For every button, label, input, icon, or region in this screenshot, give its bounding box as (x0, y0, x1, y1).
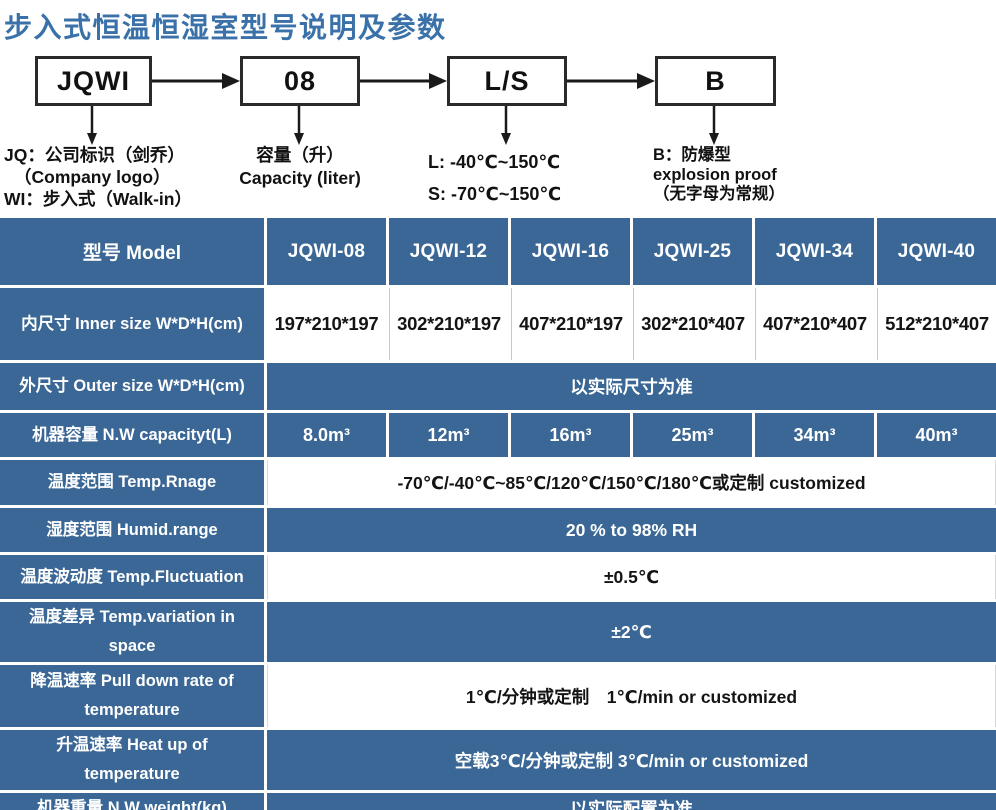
arrow-down-company (87, 106, 97, 145)
heat-up-label: 升温速率 Heat up of temperature (0, 730, 264, 790)
note-company-line1: JQ：公司标识（剑乔） (4, 145, 185, 165)
header-model-jqwi34: JQWI-34 (755, 218, 874, 285)
table-row-humidity: 湿度范围 Humid.range 20 % to 98% RH (0, 508, 996, 552)
inner-size-value-5: 407*210*407 (755, 288, 874, 360)
arrow-down-capacity (294, 106, 304, 145)
inner-size-label: 内尺寸 Inner size W*D*H(cm) (0, 288, 264, 360)
fluctuation-label: 温度波动度 Temp.Fluctuation (0, 555, 264, 599)
capacity-value-2: 12m³ (389, 413, 508, 457)
table-row-capacity: 机器容量 N.W capacityt(L) 8.0m³ 12m³ 16m³ 25… (0, 413, 996, 457)
arrow-down-range (501, 106, 511, 145)
inner-size-value-1: 197*210*197 (267, 288, 386, 360)
note-temp-range-line2: S: -70℃~150℃ (428, 184, 562, 204)
header-model-jqwi16: JQWI-16 (511, 218, 630, 285)
inner-size-value-6: 512*210*407 (877, 288, 996, 360)
table-row-temp-range: 温度范围 Temp.Rnage -70℃/-40℃~85℃/120℃/150℃/… (0, 460, 996, 505)
pull-down-label: 降温速率 Pull down rate of temperature (0, 665, 264, 727)
spec-table-wrap: 型号 Model JQWI-08 JQWI-12 JQWI-16 JQWI-25… (0, 215, 996, 810)
humidity-label: 湿度范围 Humid.range (0, 508, 264, 552)
table-row-fluctuation: 温度波动度 Temp.Fluctuation ±0.5℃ (0, 555, 996, 599)
inner-size-value-3: 407*210*197 (511, 288, 630, 360)
heat-up-value: 空载3℃/分钟或定制 3℃/min or customized (267, 730, 996, 790)
flow-arrows (87, 73, 719, 145)
header-model-jqwi25: JQWI-25 (633, 218, 752, 285)
note-explosion-line3: （无字母为常规） (653, 185, 785, 203)
note-company-line3: WI：步入式（Walk-in） (4, 189, 192, 209)
header-model-jqwi08: JQWI-08 (267, 218, 386, 285)
weight-value: 以实际配置为准 (267, 793, 996, 810)
outer-size-label: 外尺寸 Outer size W*D*H(cm) (0, 363, 264, 410)
note-company: JQ：公司标识（剑乔） （Company logo） WI：步入式（Walk-i… (4, 144, 192, 210)
variation-label: 温度差异 Temp.variation in space (0, 602, 264, 662)
flow-box-range-code: L/S (447, 56, 567, 106)
inner-size-value-4: 302*210*407 (633, 288, 752, 360)
spec-table: 型号 Model JQWI-08 JQWI-12 JQWI-16 JQWI-25… (0, 215, 996, 810)
temp-range-label: 温度范围 Temp.Rnage (0, 460, 264, 505)
flow-box-capacity-code: 08 (240, 56, 360, 106)
weight-label: 机器重量 N.W weight(kg) (0, 793, 264, 810)
model-code-diagram: JQWI 08 L/S B JQ：公司标识（剑乔） （Company logo）… (0, 46, 996, 218)
header-model-jqwi12: JQWI-12 (389, 218, 508, 285)
table-row-heat-up: 升温速率 Heat up of temperature 空载3℃/分钟或定制 3… (0, 730, 996, 790)
capacity-value-6: 40m³ (877, 413, 996, 457)
note-capacity: 容量（升） Capacity (liter) (217, 144, 383, 190)
note-temp-range: L: -40℃~150℃ S: -70℃~150℃ (428, 146, 561, 210)
page-title: 步入式恒温恒湿室型号说明及参数 (4, 12, 447, 43)
header-model-jqwi40: JQWI-40 (877, 218, 996, 285)
note-company-line2: （Company logo） (14, 167, 171, 187)
flow-box-company-code: JQWI (35, 56, 152, 106)
note-temp-range-line1: L: -40℃~150℃ (428, 152, 561, 172)
arrow-down-explosion (709, 106, 719, 145)
humidity-value: 20 % to 98% RH (267, 508, 996, 552)
capacity-value-1: 8.0m³ (267, 413, 386, 457)
arrow-right-2 (360, 73, 447, 89)
note-explosion-line2: explosion proof (653, 165, 777, 184)
arrow-right-3 (567, 73, 655, 89)
table-row-variation: 温度差异 Temp.variation in space ±2℃ (0, 602, 996, 662)
variation-value: ±2℃ (267, 602, 996, 662)
table-row-weight: 机器重量 N.W weight(kg) 以实际配置为准 (0, 793, 996, 810)
flow-box-explosion-code: B (655, 56, 776, 106)
temp-range-value: -70℃/-40℃~85℃/120℃/150℃/180℃或定制 customiz… (267, 460, 996, 505)
capacity-value-3: 16m³ (511, 413, 630, 457)
inner-size-value-2: 302*210*197 (389, 288, 508, 360)
capacity-value-4: 25m³ (633, 413, 752, 457)
note-capacity-line2: Capacity (liter) (239, 168, 361, 188)
table-row-pull-down: 降温速率 Pull down rate of temperature 1℃/分钟… (0, 665, 996, 727)
header-model-label: 型号 Model (0, 218, 264, 285)
note-explosion: B：防爆型 explosion proof （无字母为常规） (653, 146, 785, 205)
outer-size-value: 以实际尺寸为准 (267, 363, 996, 410)
arrow-right-1 (152, 73, 240, 89)
capacity-label: 机器容量 N.W capacityt(L) (0, 413, 264, 457)
pull-down-value: 1℃/分钟或定制 1℃/min or customized (267, 665, 996, 727)
table-row-inner-size: 内尺寸 Inner size W*D*H(cm) 197*210*197 302… (0, 288, 996, 360)
fluctuation-value: ±0.5℃ (267, 555, 996, 599)
table-row-outer-size: 外尺寸 Outer size W*D*H(cm) 以实际尺寸为准 (0, 363, 996, 410)
note-capacity-line1: 容量（升） (256, 145, 344, 165)
table-row-header: 型号 Model JQWI-08 JQWI-12 JQWI-16 JQWI-25… (0, 218, 996, 285)
note-explosion-line1: B：防爆型 (653, 146, 731, 164)
capacity-value-5: 34m³ (755, 413, 874, 457)
